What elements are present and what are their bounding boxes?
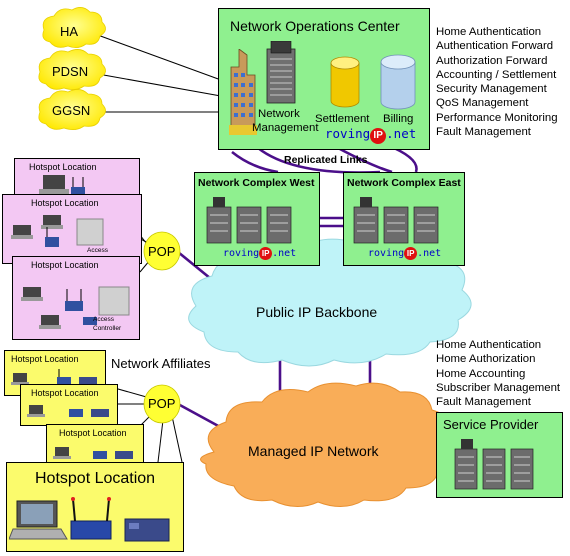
noc-function-item: Performance Monitoring [436, 111, 558, 124]
provider-function-item: Home Authentication [436, 339, 542, 351]
network-label: Network [258, 108, 300, 120]
controller-label: Access [87, 247, 108, 254]
noc-function-item: Fault Management [436, 126, 531, 139]
noc-box: Network Operations Center [218, 8, 430, 150]
hotspot-yellow-1-title: Hotspot Location [11, 354, 79, 364]
brand-ip-badge: IP [404, 247, 418, 260]
replicated-links-label: Replicated Links [284, 154, 368, 166]
pop-lower-label: POP [148, 396, 176, 411]
brand-prefix: roving [368, 248, 405, 259]
complex-west-servers-icon [206, 197, 292, 244]
provider-function-list: Home Authentication Home Authorization H… [436, 338, 560, 409]
hotspot-yellow-3-devices-icon [53, 447, 133, 459]
noc-function-item: Authentication Forward [436, 40, 554, 53]
noc-function-item: Accounting / Settlement [436, 68, 557, 81]
hotspot-yellow-1-devices-icon [11, 369, 97, 385]
noc-function-item: Security Management [436, 83, 547, 96]
brand-ip-badge: IP [259, 247, 273, 260]
hotspot-yellow-3-title: Hotspot Location [59, 428, 127, 438]
brand-prefix: roving [223, 248, 260, 259]
hotspot-pink-3: Hotspot Location Access Controller [12, 256, 140, 340]
brand-suffix: .net [272, 248, 297, 259]
gateway-ha: HA [60, 24, 79, 39]
pop-lower-shape [143, 384, 181, 424]
billing-database-icon [380, 54, 416, 110]
service-provider-box: Service Provider [436, 412, 563, 498]
noc-function-list: Home Authentication Authentication Forwa… [436, 25, 558, 139]
hotspot-pink-2-title: Hotspot Location [31, 198, 99, 208]
gateway-links [94, 33, 233, 113]
gateway-pdsn: PDSN [52, 64, 89, 79]
hotspot-yellow-2: Hotspot Location [20, 384, 118, 426]
gateway-clouds [38, 7, 106, 130]
hotspot-yellow-2-title: Hotspot Location [31, 388, 99, 398]
complex-west-title: Network Complex West [198, 177, 315, 189]
gateway-ggsn: GGSN [52, 103, 91, 118]
brand-suffix: .net [386, 126, 417, 141]
hotspot-large-devices-icon [9, 497, 170, 542]
hotspot-yellow-large: Hotspot Location [6, 462, 184, 552]
provider-function-item: Home Authorization [436, 353, 536, 366]
backbone-label: Public IP Backbone [256, 304, 378, 320]
hotspot-yellow-2-devices-icon [27, 405, 109, 417]
brand-suffix: .net [417, 248, 442, 259]
hotspot-pink-3-title: Hotspot Location [31, 260, 99, 270]
provider-function-item: Subscriber Management [436, 381, 561, 394]
noc-function-item: Home Authentication [436, 26, 542, 38]
noc-function-item: QoS Management [436, 97, 529, 110]
noc-function-item: Authorization Forward [436, 54, 548, 67]
managed-network-label: Managed IP Network [248, 443, 379, 459]
provider-function-item: Home Accounting [436, 367, 526, 380]
brand-prefix: roving [325, 126, 371, 141]
provider-servers-icon [454, 439, 534, 490]
hotspot-pink-1-title: Hotspot Location [29, 162, 97, 172]
brand-ip-badge: IP [370, 128, 387, 144]
office-building-icon [229, 49, 257, 135]
service-provider-title: Service Provider [443, 417, 539, 432]
pop-upper-shape [143, 231, 181, 271]
provider-function-item: Fault Management [436, 396, 531, 409]
network-affiliates-label: Network Affiliates [111, 356, 211, 371]
access-controller-icon [11, 215, 104, 247]
server-rack-icon [266, 41, 296, 104]
hotspot-devices-icon [21, 286, 130, 329]
management-label: Management [252, 122, 319, 134]
pop-upper-label: POP [148, 244, 176, 259]
complex-east-title: Network Complex East [347, 177, 461, 189]
access-controller-label: Access Controller [93, 316, 122, 332]
billing-label: Billing [383, 113, 414, 125]
hotspot-large-title: Hotspot Location [35, 470, 156, 487]
settlement-database-icon [330, 56, 360, 108]
complex-east-servers-icon [353, 197, 439, 244]
settlement-label: Settlement [315, 113, 370, 125]
hotspot-pink-2: Hotspot Location Access [2, 194, 142, 264]
noc-title: Network Operations Center [230, 18, 400, 34]
